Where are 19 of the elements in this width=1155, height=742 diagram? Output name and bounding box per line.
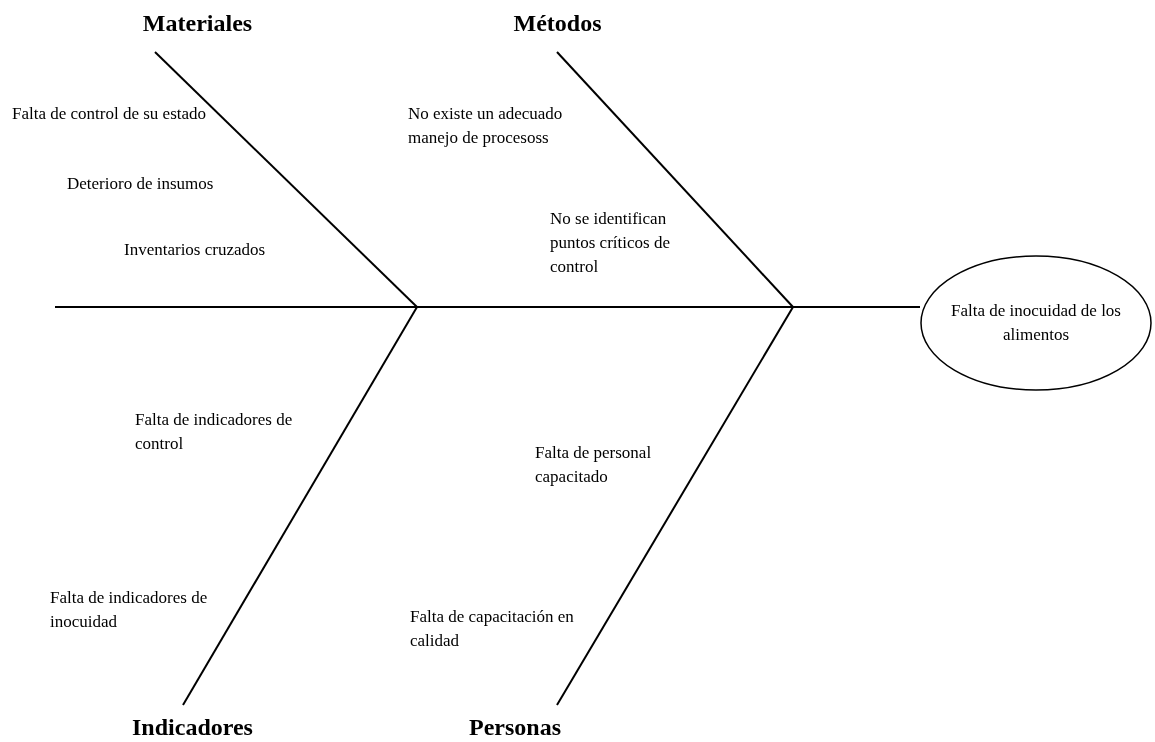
- bone-line: [182, 306, 418, 706]
- spine-line: [54, 306, 921, 308]
- cause-text: No se identifican puntos críticos de control: [550, 208, 671, 278]
- cause-text: Falta de control de su estado: [12, 103, 208, 125]
- category-heading: Personas: [450, 705, 580, 742]
- bone-line: [556, 306, 794, 706]
- cause-text: Inventarios cruzados: [124, 239, 267, 261]
- cause-text: Falta de indicadores de control: [135, 409, 294, 455]
- bone-line: [154, 51, 418, 308]
- effect-ellipse: Falta de inocuidad de los alimentos: [920, 255, 1152, 391]
- bone-line: [556, 51, 794, 308]
- category-heading: Materiales: [125, 8, 270, 52]
- cause-text: No existe un adecuado manejo de procesoss: [408, 103, 564, 149]
- category-heading: Indicadores: [115, 705, 270, 742]
- cause-text: Falta de personal capacitado: [535, 442, 653, 488]
- category-heading: Métodos: [495, 8, 620, 52]
- cause-text: Deterioro de insumos: [67, 173, 215, 195]
- cause-text: Falta de capacitación en calidad: [410, 606, 575, 652]
- cause-text: Falta de indicadores de inocuidad: [50, 587, 209, 633]
